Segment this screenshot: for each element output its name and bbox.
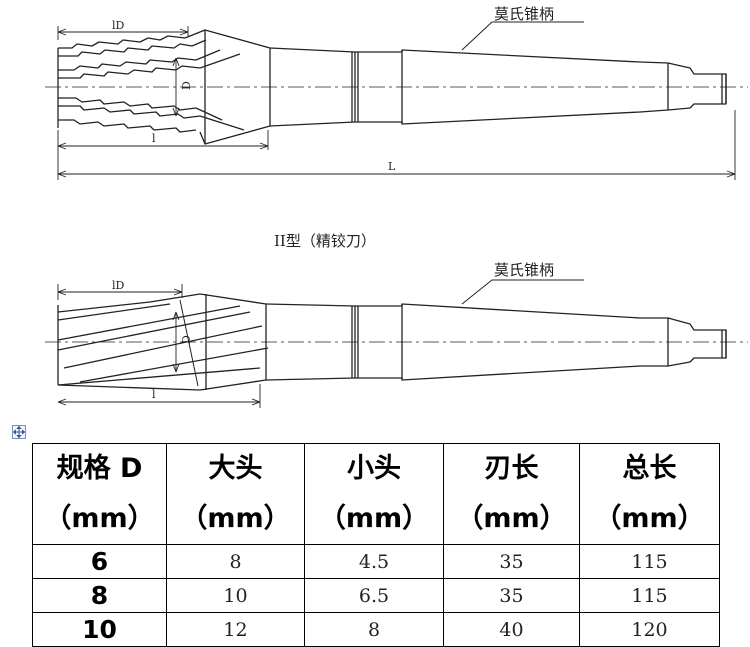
header-blade-length: 刃长（mm） <box>443 443 580 545</box>
table-cell: 40 <box>443 612 580 647</box>
table-cell: 10 <box>32 612 167 647</box>
table-cell: 8 <box>304 612 444 647</box>
table-cell: 115 <box>579 578 720 613</box>
top-callout-label: 莫氏锥柄 <box>494 5 554 23</box>
header-big-end: 大头（mm） <box>166 443 305 545</box>
table-row: 10 12 8 40 120 <box>32 612 720 647</box>
table-row: 6 8 4.5 35 115 <box>32 544 720 579</box>
table-cell: 4.5 <box>304 544 444 579</box>
bottom-reamer-outline <box>45 279 748 391</box>
top-dim-d: D <box>180 81 193 90</box>
table-cell: 6.5 <box>304 578 444 613</box>
top-dim-total: L <box>388 160 396 173</box>
spec-table: 规格 D（mm） 大头（mm） 小头（mm） 刃长（mm） 总长（mm） 6 8… <box>32 443 720 647</box>
type-caption: II型（精铰刀） <box>274 232 376 250</box>
table-cell: 12 <box>166 612 305 647</box>
table-cell: 10 <box>166 578 305 613</box>
bottom-callout-label: 莫氏锥柄 <box>494 261 554 279</box>
move-cross-arrows-icon[interactable] <box>12 425 26 439</box>
bottom-dim-ld: lD <box>112 279 125 292</box>
bottom-dim-d: D <box>180 335 193 344</box>
table-cell: 8 <box>32 578 167 613</box>
top-dim-l: l <box>152 132 156 145</box>
table-cell: 35 <box>443 578 580 613</box>
table-cell: 115 <box>579 544 720 579</box>
bottom-dim-l: l <box>152 388 156 401</box>
top-reamer-outline <box>45 21 748 145</box>
table-cell: 35 <box>443 544 580 579</box>
header-total-length: 总长（mm） <box>579 443 720 545</box>
header-size-d: 规格 D（mm） <box>32 443 167 545</box>
table-cell: 120 <box>579 612 720 647</box>
top-reamer-dimensions <box>57 26 736 180</box>
table-row: 8 10 6.5 35 115 <box>32 578 720 613</box>
header-small-end: 小头（mm） <box>304 443 444 545</box>
reamer-technical-drawing: 莫氏锥柄 lD D l L II型（精铰刀） 莫氏锥柄 lD D l <box>45 5 748 408</box>
table-header-row: 规格 D（mm） 大头（mm） 小头（mm） 刃长（mm） 总长（mm） <box>32 443 720 545</box>
bottom-reamer-dimensions <box>57 284 261 408</box>
top-dim-ld: lD <box>112 19 125 32</box>
table-cell: 8 <box>166 544 305 579</box>
table-cell: 6 <box>32 544 167 579</box>
